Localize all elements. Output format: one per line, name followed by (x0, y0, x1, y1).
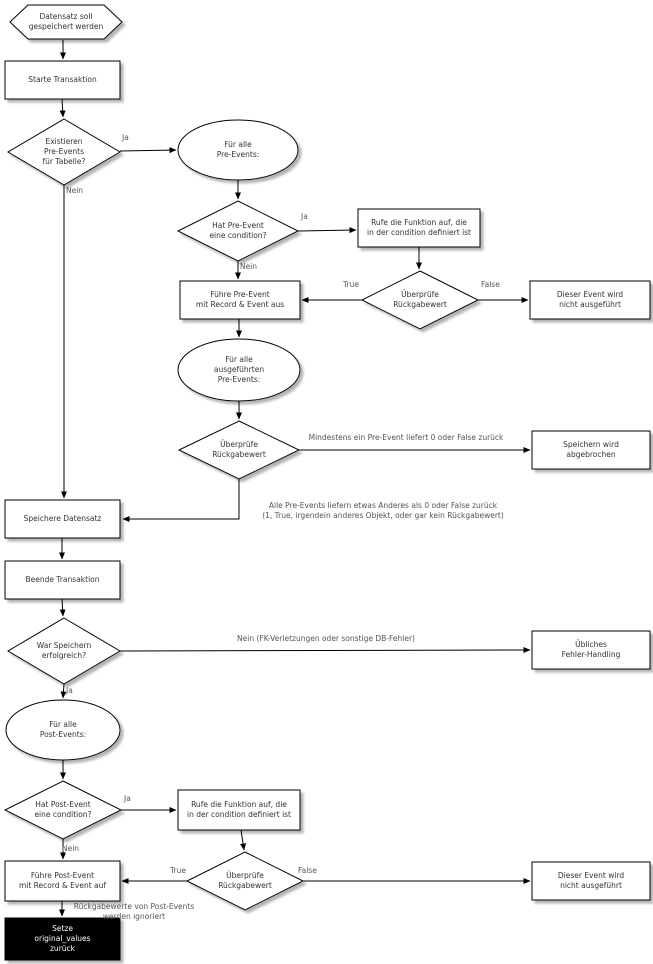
arrow-check-to-speichern (122, 479, 240, 522)
node-ueberpruefe-rueckgabewert-pre-shape (360, 270, 480, 330)
node-setze-original-values-shape (4, 917, 121, 961)
node-starte-transaktion-shape (4, 60, 121, 100)
node-event-nicht-ausgefuehrt-pre-shape (529, 280, 651, 320)
node-event-nicht-ausgefuehrt-post-shape (531, 861, 651, 901)
node-rufe-funktion-pre-shape (357, 208, 481, 248)
arrow-beende-to-erfolgreich (59, 598, 66, 617)
node-speichern-abgebrochen-shape (531, 430, 651, 470)
node-hat-pre-event-condition-shape (176, 200, 300, 262)
node-fuehre-pre-event-shape (179, 280, 301, 320)
node-uebliches-fehler-handling-shape (531, 630, 651, 670)
arrow-condition-ja (297, 227, 357, 234)
node-fuehre-post-event-shape (4, 860, 121, 902)
node-existieren-pre-events-shape (7, 118, 121, 186)
node-ueberpruefe-rueckgabewert-post-shape (185, 851, 305, 911)
node-start-shape (9, 4, 123, 40)
node-hat-post-event-condition-shape (3, 780, 123, 840)
node-war-speichern-erfolgreich-shape (7, 617, 121, 685)
node-fuer-alle-ausgefuehrten-shape (177, 338, 301, 402)
connectors (59, 40, 531, 917)
arrow-existieren-ja (119, 147, 177, 154)
arrow-erfolgreich-nein (119, 647, 531, 654)
node-fuer-alle-post-events-shape (5, 699, 121, 761)
node-rufe-funktion-post-shape (177, 789, 301, 831)
node-ueberpruefe-rueckgabewert-alle-shape (177, 420, 301, 480)
arrow-funktionpost-to-check (240, 829, 247, 851)
node-beende-transaktion-shape (4, 560, 121, 600)
node-speichere-datensatz-shape (4, 499, 121, 539)
node-fuer-alle-pre-events-shape (177, 119, 299, 181)
arrow-erfolgreich-ja (60, 683, 67, 699)
node-shapes (3, 4, 651, 961)
arrow-transaktion-to-existieren (59, 98, 66, 118)
